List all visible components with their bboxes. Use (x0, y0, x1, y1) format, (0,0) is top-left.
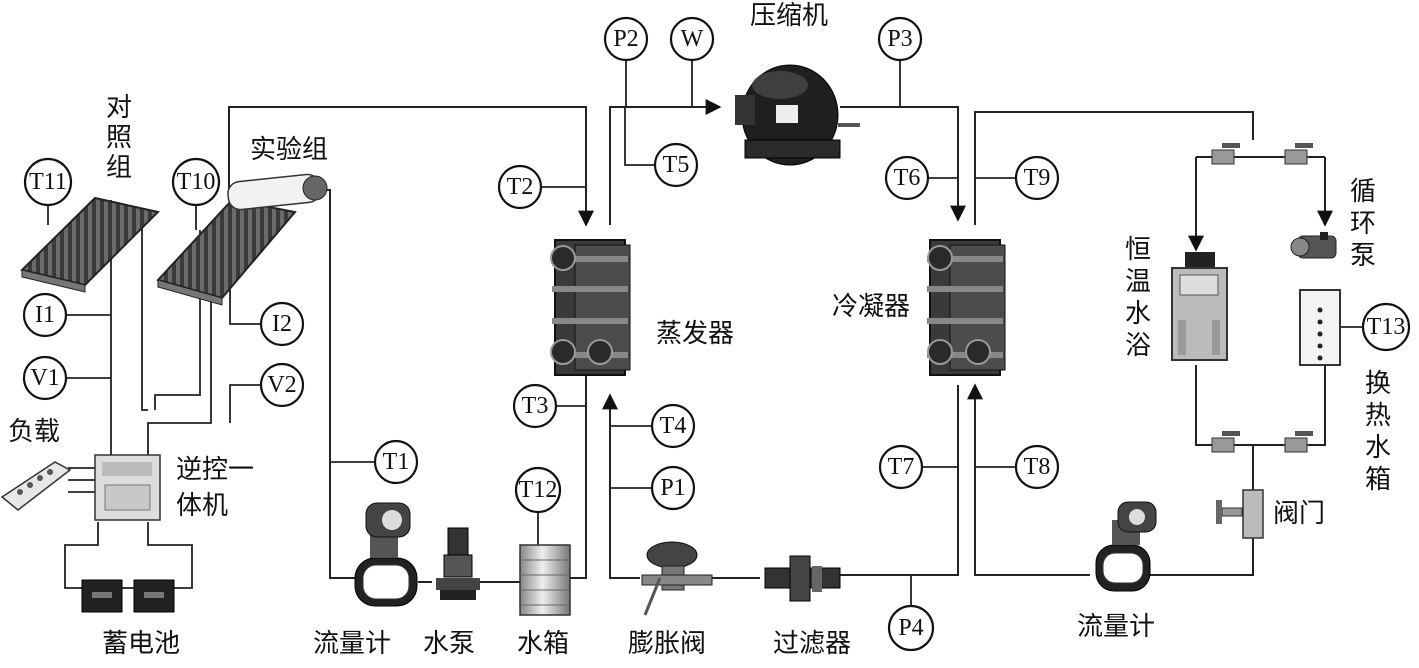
sensor-T6: T6 (884, 155, 930, 201)
sensor-T12: T12 (514, 466, 562, 514)
sensor-label: I2 (272, 311, 292, 337)
filter (764, 555, 841, 602)
sensor-I1: I1 (22, 292, 68, 338)
solar-panel-control (20, 196, 160, 293)
sensor-P2: P2 (603, 16, 649, 62)
sensor-label: T8 (1024, 454, 1051, 480)
sensor-label: T2 (507, 174, 534, 200)
sensor-label: T5 (663, 152, 690, 178)
sensor-V2: V2 (259, 362, 305, 408)
sensor-T2: T2 (497, 164, 543, 210)
sensor-T5: T5 (653, 142, 699, 188)
batteries (81, 579, 175, 613)
condenser (927, 239, 1006, 376)
label-evaporator: 蒸发器 (656, 319, 734, 349)
sensor-label: T6 (894, 165, 921, 191)
sensor-label: P4 (898, 615, 923, 641)
sensor-T1: T1 (373, 439, 419, 485)
label-experiment-group: 实验组 (250, 135, 328, 165)
label-battery: 蓄电池 (102, 629, 180, 659)
sensor-label: T10 (177, 169, 216, 195)
sensor-label: P2 (613, 26, 638, 52)
flowmeter-left (354, 502, 418, 607)
label-heat-exchange-tank: 换 热 水 箱 (1365, 369, 1399, 495)
sensor-label: T7 (888, 454, 915, 480)
sensor-T11: T11 (23, 157, 73, 207)
sensor-label: T1 (383, 449, 410, 475)
label-condenser: 冷凝器 (832, 292, 910, 322)
label-water-tank: 水箱 (517, 629, 569, 659)
label-flowmeter-right: 流量计 (1077, 612, 1155, 642)
sensor-label: W (681, 26, 704, 52)
label-load: 负载 (8, 417, 60, 447)
sensor-T4: T4 (650, 403, 696, 449)
compressor (735, 64, 860, 166)
label-control-group: 对 照 组 (106, 93, 140, 183)
label-valve: 阀门 (1273, 499, 1325, 529)
load-device (0, 461, 72, 511)
water-tank (519, 544, 571, 616)
sensor-P4: P4 (887, 604, 935, 652)
label-water-pump: 水泵 (423, 629, 475, 659)
sensor-T7: T7 (878, 444, 924, 490)
sensor-label: P1 (660, 475, 685, 501)
gate-valve (1216, 489, 1264, 539)
label-compressor: 压缩机 (750, 1, 828, 31)
sensor-label: V1 (30, 365, 59, 391)
sensor-label: T3 (522, 393, 549, 419)
inverter-controller (94, 454, 161, 521)
sensor-T8: T8 (1014, 444, 1060, 490)
sensor-P1: P1 (650, 465, 696, 511)
sensor-I2: I2 (259, 301, 305, 347)
sensor-label: T11 (29, 169, 67, 195)
thermostatic-bath (1171, 252, 1228, 361)
sensor-T9: T9 (1014, 155, 1060, 201)
sensor-T10: T10 (171, 157, 221, 207)
sensor-label: T4 (660, 413, 687, 439)
sensor-label: T12 (519, 477, 558, 503)
heat-exchange-tank (1299, 289, 1341, 366)
sensor-label: V2 (267, 372, 296, 398)
label-circulation-pump: 循 环 泵 (1350, 177, 1384, 271)
evaporator (550, 239, 631, 376)
sensor-label: T9 (1024, 165, 1051, 191)
sensor-V1: V1 (22, 355, 68, 401)
sensor-label: I1 (35, 302, 55, 328)
sensor-label: T13 (1367, 314, 1406, 340)
sensor-P3: P3 (877, 16, 923, 62)
label-thermostatic-bath: 恒 温 水 浴 (1125, 235, 1159, 361)
sensor-W: W (669, 16, 715, 62)
pipes (228, 99, 1333, 583)
label-flowmeter-left: 流量计 (313, 629, 391, 659)
sensor-label: P3 (887, 26, 912, 52)
label-filter: 过滤器 (773, 629, 851, 659)
flowmeter-right (1095, 501, 1157, 592)
expansion-valve (641, 541, 713, 616)
water-pump (436, 527, 480, 600)
circulation-pump (1290, 232, 1337, 259)
label-expansion-valve: 膨胀阀 (628, 629, 706, 659)
sensor-T3: T3 (512, 383, 558, 429)
label-inverter-controller: 逆控一 体机 (176, 455, 262, 521)
sensor-T13: T13 (1361, 302, 1411, 352)
solar-panel-experiment (156, 173, 328, 306)
ball-valves (1211, 143, 1313, 453)
